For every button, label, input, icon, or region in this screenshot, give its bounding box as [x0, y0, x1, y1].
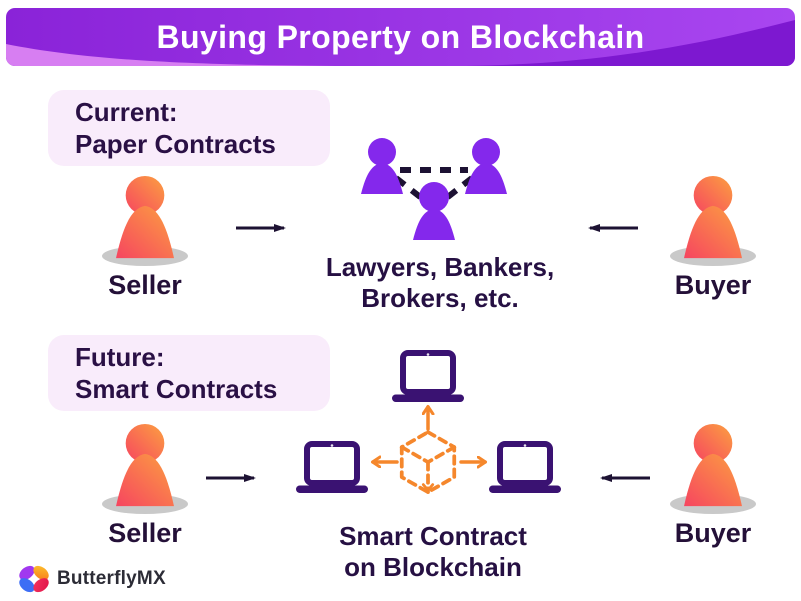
seller-pawn-icon [116, 175, 174, 259]
butterfly-icon [19, 565, 49, 593]
future-seller-figure: Seller [85, 423, 205, 553]
orange-arrow-right-icon [459, 452, 494, 472]
page-title: Buying Property on Blockchain [156, 18, 645, 55]
current-seller-figure: Seller [85, 175, 205, 305]
arrow-left-icon [600, 474, 650, 482]
current-badge-line1: Current: [75, 97, 178, 127]
smart-contract-caption-line2: on Blockchain [344, 552, 522, 582]
intermediaries-caption-line1: Lawyers, Bankers, [325, 252, 555, 282]
laptop-icon [296, 441, 368, 493]
current-section-badge: Current: Paper Contracts [48, 90, 330, 166]
people-group-icon [361, 138, 507, 240]
current-buyer-figure: Buyer [653, 175, 773, 305]
banner-wave-decoration [6, 8, 795, 66]
cube-down-arrowhead [421, 483, 435, 492]
future-badge-line2: Smart Contracts [75, 374, 278, 404]
arrow-right-icon [206, 474, 256, 482]
intermediaries-caption-line2: Brokers, etc. [361, 283, 519, 313]
future-section-badge: Future: Smart Contracts [48, 335, 330, 411]
future-buyer-figure: Buyer [653, 423, 773, 553]
current-badge-line2: Paper Contracts [75, 129, 276, 159]
brand-logo: ButterflyMX [18, 563, 166, 595]
brand-name: ButterflyMX [57, 568, 166, 589]
buyer-label: Buyer [674, 518, 752, 548]
intermediaries-caption: Lawyers, Bankers, Brokers, etc. [305, 252, 575, 314]
smart-contract-caption-line1: Smart Contract [339, 521, 527, 551]
future-badge-line1: Future: [75, 342, 165, 372]
dashed-cube-icon [399, 430, 457, 494]
laptop-icon [489, 441, 561, 493]
seller-label: Seller [108, 518, 182, 548]
orange-arrow-up-icon [418, 399, 438, 431]
buyer-label: Buyer [674, 270, 752, 300]
seller-label: Seller [108, 270, 182, 300]
seller-pawn-icon [116, 423, 174, 507]
laptop-icon [392, 350, 464, 402]
smart-contract-caption: Smart Contract on Blockchain [298, 521, 568, 583]
buyer-pawn-icon [684, 175, 742, 259]
header-banner: Buying Property on Blockchain [6, 8, 795, 66]
arrow-right-icon [236, 224, 286, 232]
orange-arrow-left-icon [364, 452, 399, 472]
buyer-pawn-icon [684, 423, 742, 507]
arrow-left-icon [588, 224, 638, 232]
